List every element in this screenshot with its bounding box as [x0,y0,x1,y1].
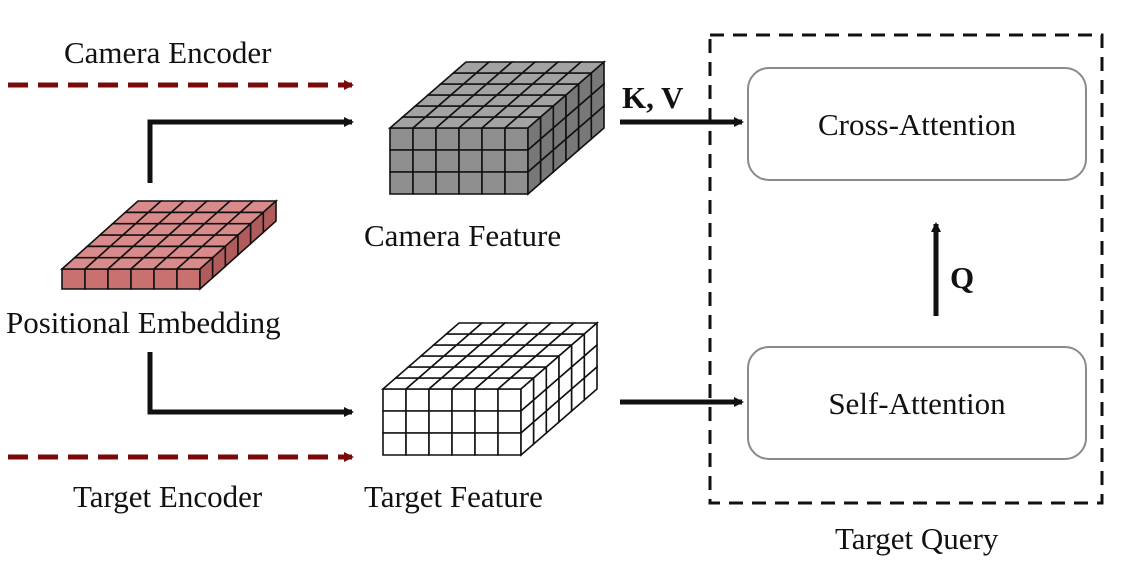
positional-embedding-front-cell [107,268,132,290]
target-feature-front-cell [405,410,430,434]
target-feature-front-cell [474,410,499,434]
positional-to-camera-arrow [147,117,354,183]
target-feature-front-cell [428,410,453,434]
positional-embedding-front-cell [61,268,86,290]
target-feature-side-cell [583,365,598,402]
positional-embedding-label: Positional Embedding [6,305,281,340]
positional-embedding-side-cell [262,199,277,235]
camera-feature-front-cell [504,127,529,151]
target-feature-front-cell [497,410,522,434]
camera-feature-front-cell [481,171,506,195]
camera-feature-front-cell [458,171,483,195]
camera-feature-front-cell [504,149,529,173]
camera-feature-block [387,60,607,196]
positional-embedding-front-cell [84,268,109,290]
camera-feature-side-cell [590,104,605,141]
self-attention-label: Self-Attention [828,385,1006,421]
camera-feature-front-cell [389,171,414,195]
camera-encoder-label: Camera Encoder [64,35,272,70]
target-feature-front-cell [405,432,430,456]
positional-embedding-front-cell [153,268,178,290]
target-query-dashed-box [708,33,1104,505]
target-feature-front-cell [451,432,476,456]
cross-attention-label: Cross-Attention [817,106,1017,142]
target-feature-front-cell [405,388,430,412]
target-encoder-label: Target Encoder [73,479,263,514]
target-feature-front-cell [428,432,453,456]
target-feature-front-cell [451,410,476,434]
target-feature-front-cell [474,432,499,456]
camera-feature-front-cell [435,171,460,195]
camera-feature-front-cell [458,127,483,151]
camera-feature-front-cell [458,149,483,173]
camera-feature-front-cell [389,149,414,173]
positional-embedding-front-cell [176,268,201,290]
camera-feature-label: Camera Feature [364,218,562,253]
camera-feature-front-cell [435,149,460,173]
camera-feature-front-cell [435,127,460,151]
target-feature-front-cell [497,432,522,456]
positional-embedding-block [59,199,279,291]
self-attention-box: Self-Attention [747,346,1087,460]
camera-feature-front-cell [389,127,414,151]
cross-attention-box: Cross-Attention [747,67,1087,181]
target-feature-label: Target Feature [364,479,543,514]
target-feature-front-cell [497,388,522,412]
positional-to-target-arrow [147,352,354,417]
q-label: Q [950,260,975,295]
camera-feature-front-cell [412,171,437,195]
camera-feature-front-cell [481,127,506,151]
target-feature-block [380,321,600,457]
target-query-label: Target Query [835,521,999,556]
target-feature-front-cell [382,410,407,434]
target-feature-front-cell [474,388,499,412]
target-feature-front-cell [382,432,407,456]
camera-feature-front-cell [504,171,529,195]
target-feature-front-cell [451,388,476,412]
target-feature-front-cell [428,388,453,412]
camera-feature-front-cell [412,149,437,173]
camera-feature-front-cell [412,127,437,151]
positional-embedding-front-cell [130,268,155,290]
kv-label: K, V [622,80,684,115]
target-feature-front-cell [382,388,407,412]
camera-feature-front-cell [481,149,506,173]
